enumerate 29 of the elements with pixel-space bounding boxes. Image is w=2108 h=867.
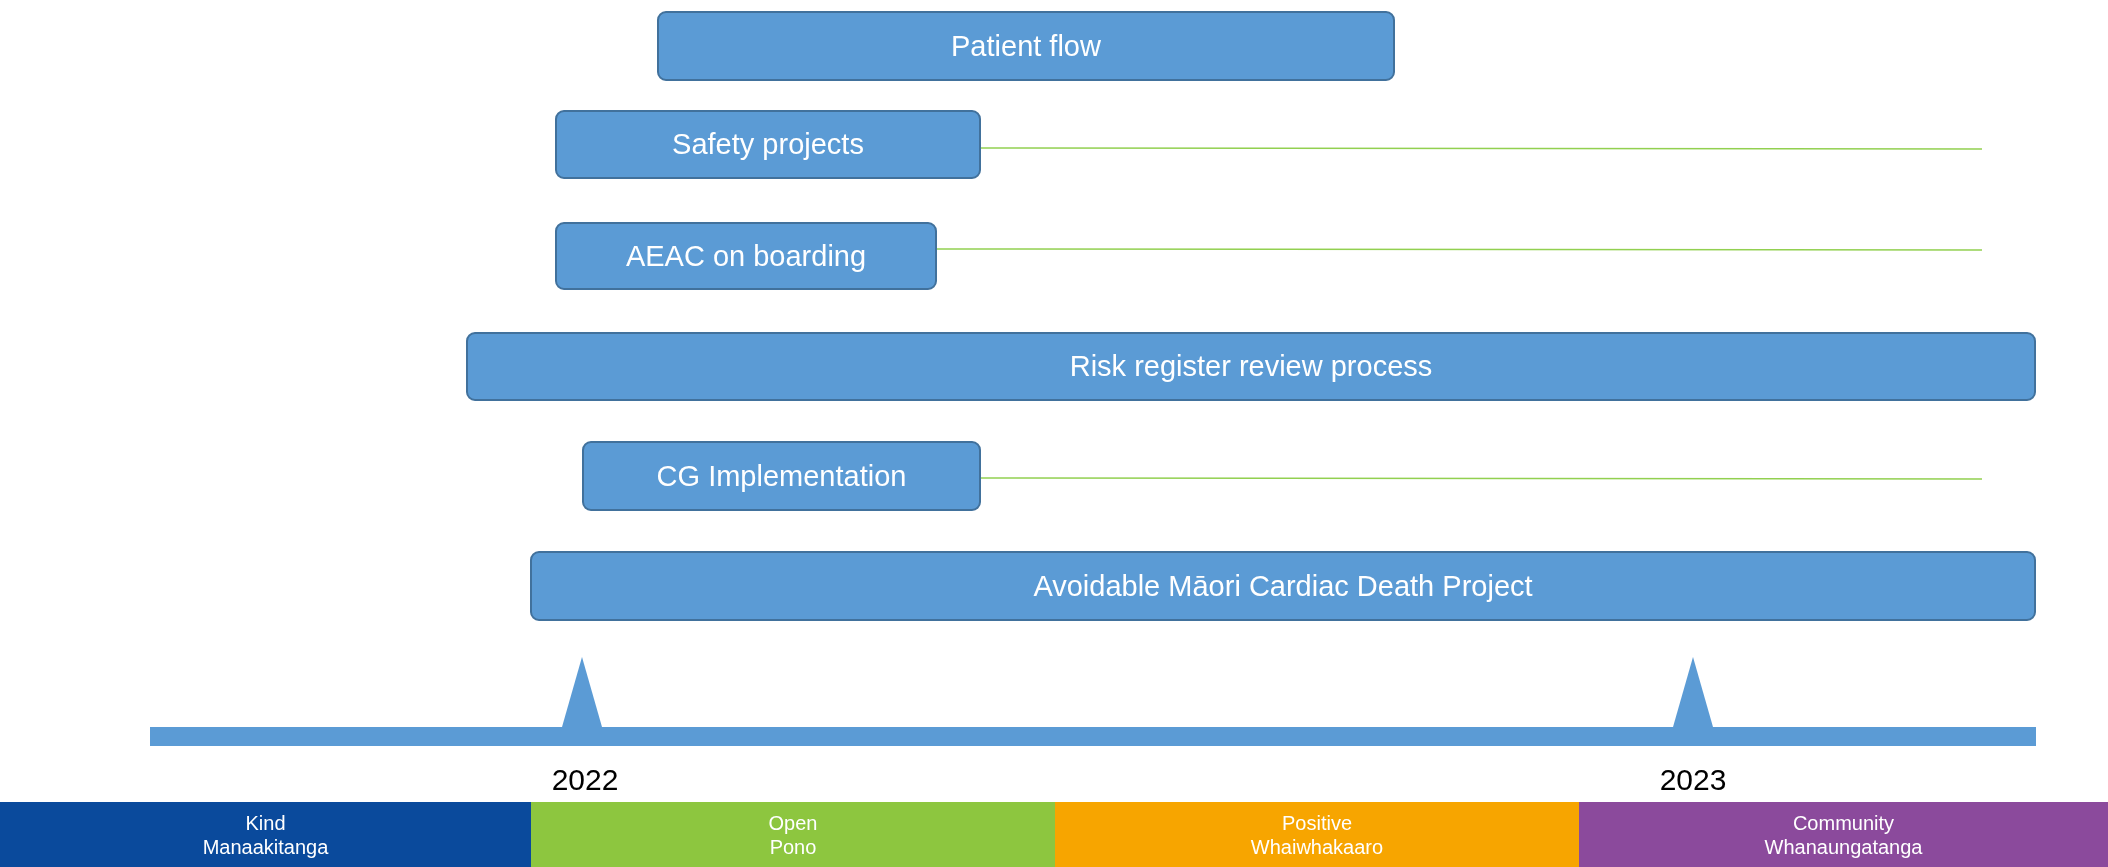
task-bar xyxy=(657,11,1395,81)
value-label: Kind xyxy=(245,810,286,835)
year-label: 2023 xyxy=(1659,763,1727,797)
connector-line xyxy=(936,248,1983,251)
value-band xyxy=(0,802,531,867)
value-label: Open xyxy=(768,810,818,835)
value-band xyxy=(1579,802,2108,867)
value-label: Whanaungatanga xyxy=(1764,834,1923,859)
value-band xyxy=(531,802,1055,867)
task-label: Safety projects xyxy=(672,128,864,161)
value-label: Pono xyxy=(769,834,817,859)
connector-line xyxy=(980,147,1983,150)
task-label: CG Implementation xyxy=(656,459,907,493)
task-label: Avoidable Māori Cardiac Death Project xyxy=(1033,569,1533,603)
task-label: AEAC on boarding xyxy=(625,239,867,273)
value-label: Whaiwhakaaro xyxy=(1250,834,1384,859)
task-label: Risk register review process xyxy=(1069,350,1433,383)
task-bar xyxy=(582,441,981,511)
task-bar xyxy=(555,222,937,290)
task-label: Patient flow xyxy=(951,29,1101,63)
value-label: Positive xyxy=(1282,810,1352,835)
value-label: Manaakitanga xyxy=(202,834,329,859)
task-bar xyxy=(530,551,2036,621)
value-band xyxy=(1055,802,1579,867)
task-bar xyxy=(555,110,981,179)
task-bar xyxy=(466,332,2036,401)
year-label: 2022 xyxy=(551,763,619,797)
value-label: Community xyxy=(1792,810,1895,835)
connector-line xyxy=(980,477,1983,480)
